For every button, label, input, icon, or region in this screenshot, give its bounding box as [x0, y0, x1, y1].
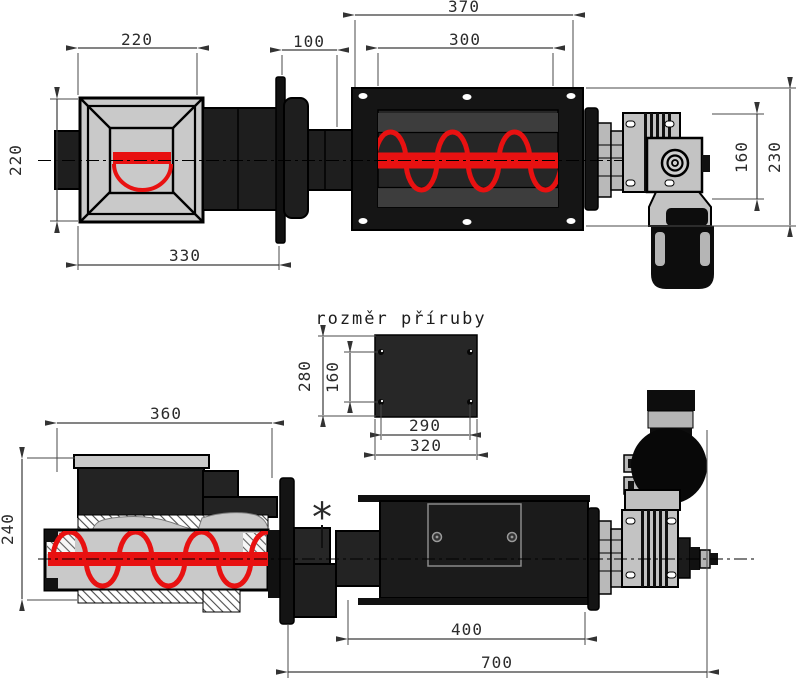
trough-casing [351, 87, 584, 231]
gearbox-assembly-side [584, 107, 714, 289]
screw-shaft-front [113, 152, 171, 164]
flange-face [374, 334, 478, 418]
output-shaft-hub [660, 148, 690, 178]
flange-detail-title: rozměr příruby [315, 309, 486, 329]
dim-overall-height: 230 [765, 141, 784, 173]
motor-mount-plate [624, 489, 681, 511]
hopper-top-plate [73, 454, 210, 469]
adapter-plate [584, 107, 599, 211]
rounded-housing [283, 97, 309, 219]
dim-overall-length: 700 [481, 653, 513, 672]
screw-flight-front [112, 163, 173, 192]
dim-hopper-width: 220 [121, 30, 153, 49]
top-view-dimensions: 370 300 220 100 220 330 160 230 [6, 0, 796, 270]
dim-flange-height: 280 [295, 360, 314, 392]
dim-intake-height: 240 [0, 513, 17, 545]
motor-top-view [631, 428, 707, 504]
flange-bolt-holes [378, 349, 473, 405]
mount-flange-plate-bottom [279, 477, 295, 625]
bottom-view-section: * [0, 390, 755, 678]
dim-flange-offset: 100 [293, 32, 325, 51]
trough-plan-view [358, 495, 590, 605]
motor-junction-box [647, 390, 695, 411]
gearbox-assembly-plan [587, 390, 718, 611]
dim-hopper-height: 220 [6, 144, 25, 176]
shaft-end-nub [702, 155, 710, 172]
flange-dimensions: 280 160 290 320 [295, 325, 488, 460]
dim-hole-spacing-horizontal: 290 [409, 416, 441, 435]
material-wave-surface [91, 512, 269, 532]
dim-trough-length: 400 [451, 620, 483, 639]
dim-flange-width: 320 [410, 436, 442, 455]
bottom-view-dimensions: 360 240 400 700 [0, 404, 719, 678]
screw-spiral-bottom-view [50, 531, 268, 589]
section-hatch-lower [77, 589, 204, 604]
top-view-side-elevation: 370 300 220 100 220 330 160 230 [6, 0, 796, 289]
dim-gearbox-height: 160 [732, 141, 751, 173]
dim-hole-spacing-vertical: 160 [323, 361, 342, 393]
dim-hopper-base-length: 330 [169, 246, 201, 265]
inspection-panel [427, 503, 522, 567]
housing-block [202, 107, 278, 211]
flange-detail-view: rozměr příruby 280 160 290 320 [295, 309, 488, 460]
dim-casing-length: 370 [448, 0, 480, 16]
dim-opening-length: 300 [449, 30, 481, 49]
tube-end-cap [268, 530, 280, 598]
dim-intake-length: 360 [150, 404, 182, 423]
hopper-body-section [77, 467, 205, 518]
screw-spiral-top-view [378, 129, 558, 193]
motor-side-view [651, 226, 714, 289]
